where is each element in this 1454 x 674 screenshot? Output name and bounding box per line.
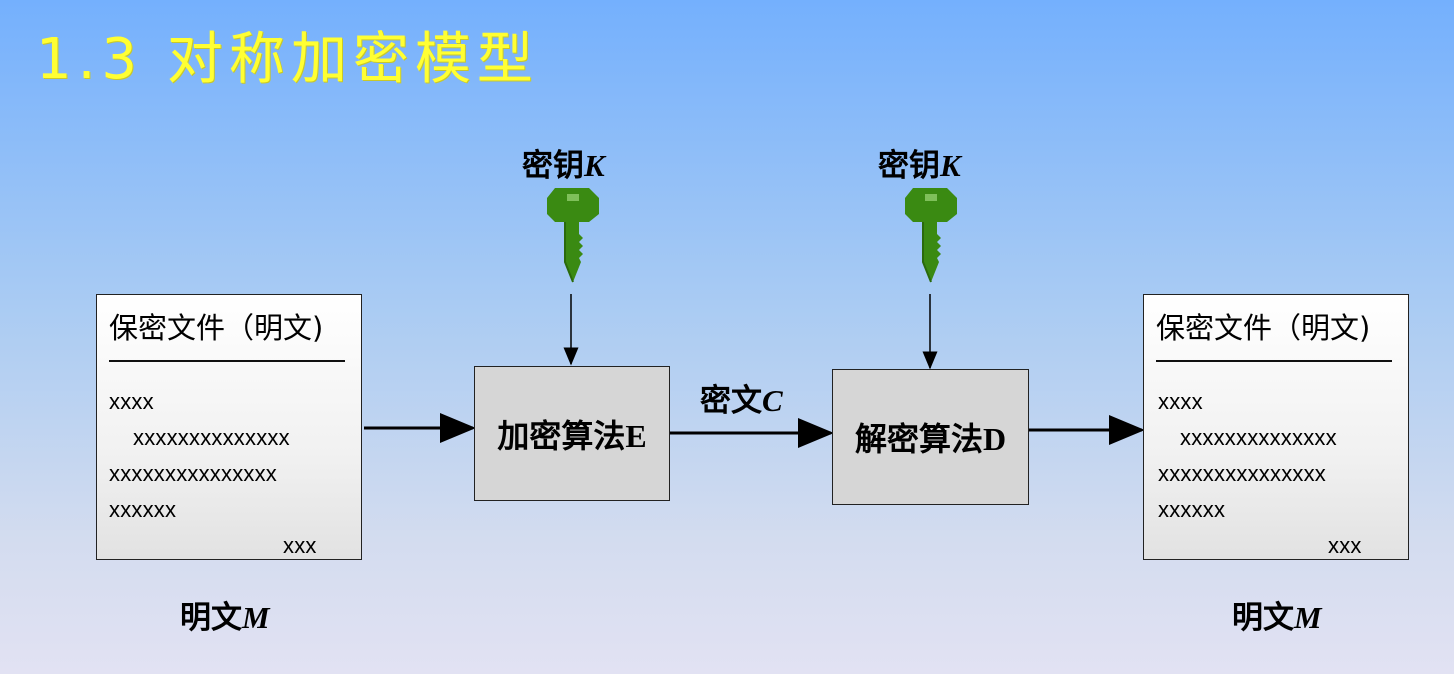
plaintext-document-right: 保密文件（明文) xxxx xxxxxxxxxxxxxx xxxxxxxxxxx… bbox=[1143, 294, 1409, 560]
document-line: xxxxxxxxxxxxxx bbox=[1180, 425, 1337, 450]
plaintext-label-var: M bbox=[242, 600, 270, 635]
plaintext-label-text: 明文 bbox=[1232, 600, 1294, 635]
document-line: xxxxxxxxxxxxxxx bbox=[1158, 461, 1326, 486]
key-label-text: 密钥 bbox=[522, 148, 584, 183]
ciphertext-label-text: 密文 bbox=[700, 383, 762, 418]
decryption-algorithm-box: 解密算法D bbox=[832, 369, 1029, 505]
document-line: xxxxxx bbox=[109, 497, 177, 522]
document-divider bbox=[1156, 360, 1392, 362]
document-title: 保密文件（明文) bbox=[109, 311, 324, 345]
slide-title: 1.3 对称加密模型 bbox=[36, 27, 539, 92]
document-line: xxxxxxxxxxxxxx bbox=[133, 425, 290, 450]
document-divider bbox=[109, 360, 345, 362]
ciphertext-label: 密文C bbox=[700, 375, 783, 420]
plaintext-document-left: 保密文件（明文) xxxx xxxxxxxxxxxxxx xxxxxxxxxxx… bbox=[96, 294, 362, 560]
key-label-var: K bbox=[584, 148, 605, 183]
key-label-decrypt: 密钥K bbox=[878, 140, 961, 185]
document-line: xxx bbox=[1328, 533, 1362, 558]
document-line: xxxxxx bbox=[1158, 497, 1226, 522]
key-label-encrypt: 密钥K bbox=[522, 140, 605, 185]
document-line: xxxx bbox=[109, 389, 154, 414]
plaintext-label-right: 明文M bbox=[1232, 592, 1322, 637]
document-line: xxx bbox=[283, 533, 317, 558]
plaintext-label-var: M bbox=[1294, 600, 1322, 635]
key-icon bbox=[547, 188, 599, 283]
document-line: xxxx bbox=[1158, 389, 1203, 414]
key-icon bbox=[905, 188, 957, 283]
plaintext-label-text: 明文 bbox=[180, 600, 242, 635]
key-label-var: K bbox=[940, 148, 961, 183]
ciphertext-label-var: C bbox=[762, 383, 783, 418]
plaintext-label-left: 明文M bbox=[180, 592, 270, 637]
document-line: xxxxxxxxxxxxxxx bbox=[109, 461, 277, 486]
encryption-algorithm-box: 加密算法E bbox=[474, 366, 670, 501]
document-title: 保密文件（明文) bbox=[1156, 311, 1371, 345]
key-label-text: 密钥 bbox=[878, 148, 940, 183]
